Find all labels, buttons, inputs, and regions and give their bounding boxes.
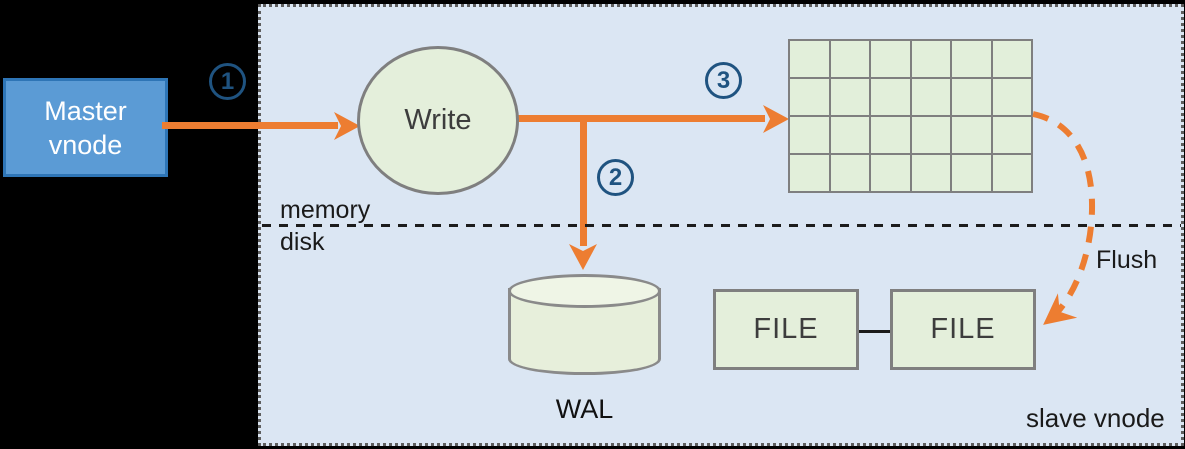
- file-node-2-label: FILE: [930, 313, 996, 345]
- memtable-cell: [871, 41, 910, 77]
- slave-vnode-label: slave vnode: [1026, 403, 1165, 433]
- memtable-cell: [992, 41, 1031, 77]
- memtable-cell: [911, 155, 950, 191]
- memtable-cell: [790, 155, 829, 191]
- memtable-cell: [992, 117, 1031, 153]
- memtable-cell: [952, 117, 991, 153]
- memory-disk-divider: [262, 224, 1181, 227]
- file-node-2: FILE: [890, 289, 1036, 370]
- memtable-cell: [830, 79, 869, 115]
- memtable-cell: [911, 79, 950, 115]
- master-vnode-label-line2: vnode: [48, 129, 123, 160]
- master-vnode-label-line1: Master: [44, 95, 127, 126]
- wal-label: WAL: [555, 394, 614, 424]
- arrow-write-to-memtable-shaft: [515, 115, 765, 122]
- step-2-badge: 2: [597, 159, 634, 196]
- file-connector-line: [859, 330, 890, 333]
- memtable-cell: [911, 117, 950, 153]
- write-node-label: Write: [404, 104, 472, 136]
- flush-label: Flush: [1096, 246, 1158, 274]
- memtable-cell: [790, 79, 829, 115]
- memtable-cell: [952, 155, 991, 191]
- disk-label: disk: [280, 228, 325, 256]
- memtable-cell: [992, 79, 1031, 115]
- memtable-cell: [871, 117, 910, 153]
- arrow-branch-to-wal-shaft: [580, 115, 587, 246]
- memtable-cell: [911, 41, 950, 77]
- write-node: Write: [357, 46, 519, 195]
- arrow-master-to-write-shaft: [162, 122, 338, 129]
- memtable-cell: [992, 155, 1031, 191]
- master-vnode-node: Master vnode: [3, 78, 168, 177]
- memtable-cell: [952, 41, 991, 77]
- memtable-grid: [788, 39, 1033, 193]
- step-3-badge: 3: [705, 62, 742, 99]
- memtable-cell: [830, 155, 869, 191]
- file-node-1-label: FILE: [753, 313, 819, 345]
- wal-cylinder-top: [508, 274, 661, 308]
- memtable-cell: [790, 41, 829, 77]
- file-node-1: FILE: [713, 289, 859, 370]
- memtable-cell: [830, 41, 869, 77]
- memtable-cell: [871, 79, 910, 115]
- memtable-cell: [952, 79, 991, 115]
- memtable-cell: [871, 155, 910, 191]
- memtable-cell: [790, 117, 829, 153]
- memtable-cell: [830, 117, 869, 153]
- memory-label: memory: [280, 196, 371, 224]
- step-1-badge: 1: [209, 63, 246, 100]
